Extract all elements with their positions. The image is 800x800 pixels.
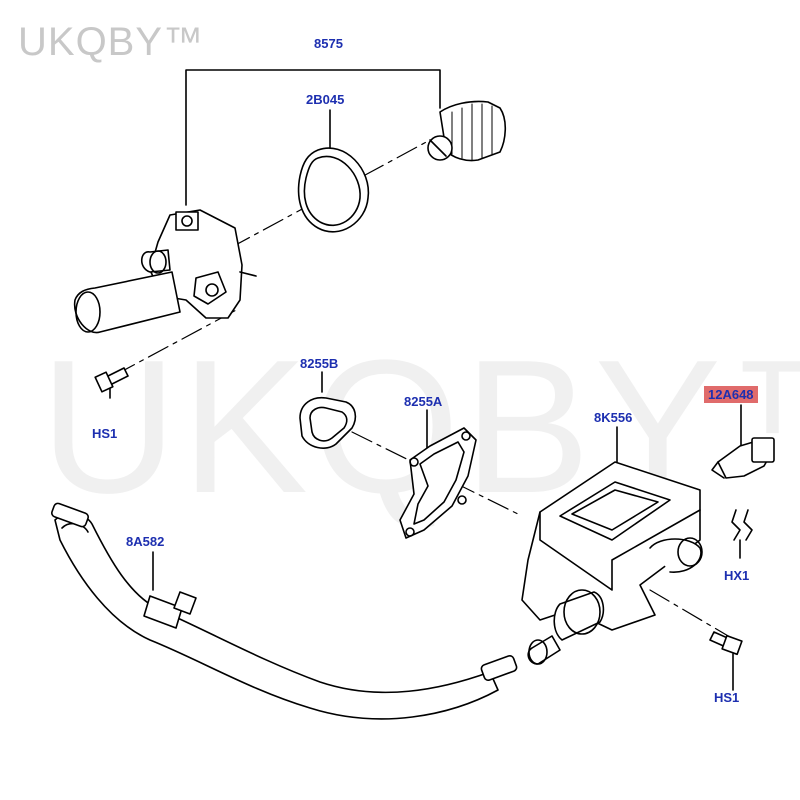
callout-hx1: HX1	[724, 568, 750, 583]
leader-lines	[109, 69, 742, 691]
callout-8575: 8575	[314, 36, 343, 51]
callout-8a582: 8A582	[126, 534, 165, 549]
thermostat-housing	[73, 209, 257, 334]
callout-8255b: 8255B	[300, 356, 339, 371]
coolant-housing	[521, 461, 703, 665]
callout-8k556: 8K556	[594, 410, 633, 425]
temp-sensor	[711, 437, 775, 479]
gasket-8255b	[299, 396, 357, 449]
hose	[51, 502, 518, 720]
gasket-8255a	[399, 427, 477, 539]
callout-hs1-lower: HS1	[714, 690, 740, 705]
clip	[731, 509, 753, 541]
thermostat	[427, 100, 507, 162]
bolt-upper	[94, 367, 129, 393]
bolt-lower	[709, 631, 743, 656]
callout-8255a: 8255A	[404, 394, 443, 409]
callout-2b045: 2B045	[306, 92, 345, 107]
brand-logo: UKQBY™	[18, 20, 205, 64]
callout-hs1-upper: HS1	[92, 426, 118, 441]
o-ring	[297, 147, 370, 233]
callout-12a648: 12A648	[704, 386, 758, 403]
